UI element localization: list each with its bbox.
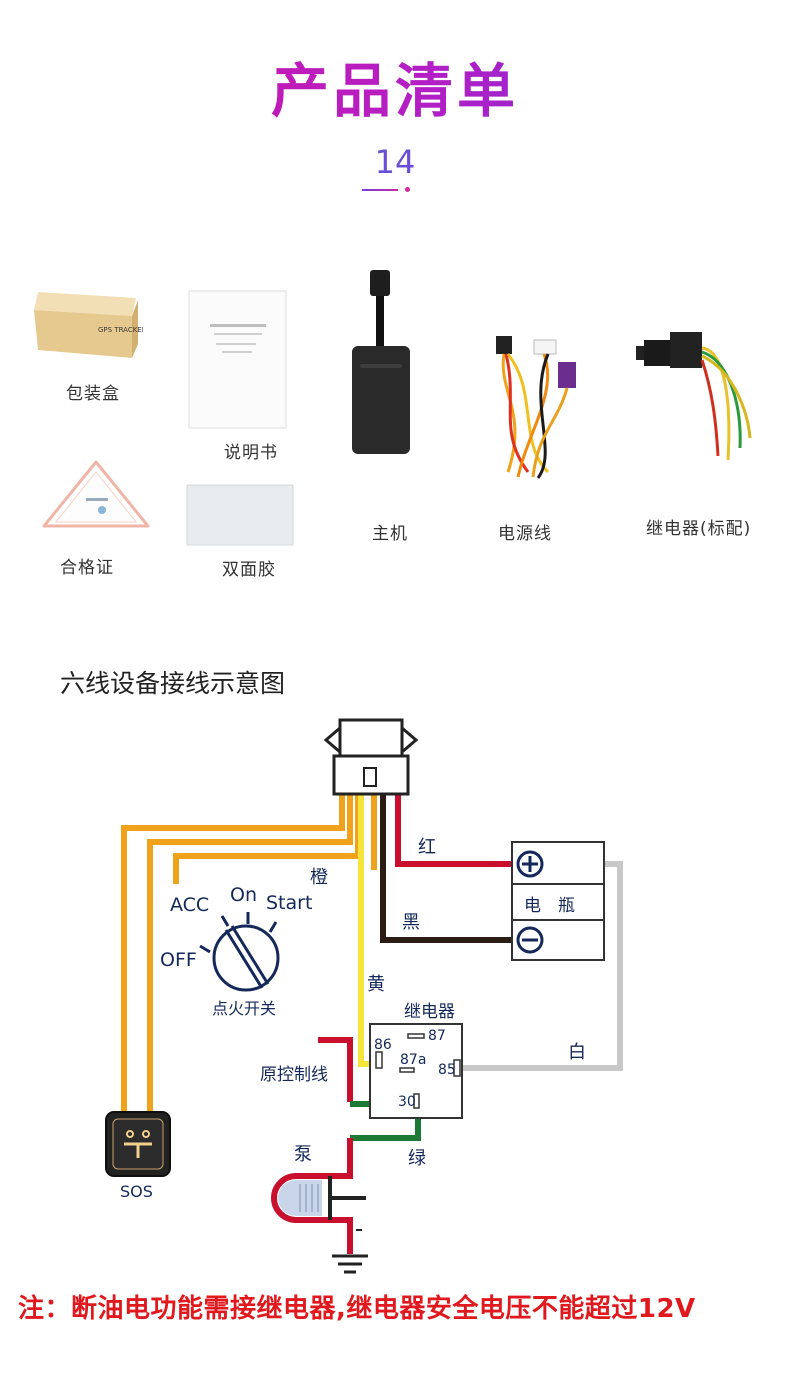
ignition-off: OFF <box>160 949 197 971</box>
connector-icon <box>323 718 419 796</box>
product-label-box: 包装盒 <box>66 384 120 404</box>
ignition-acc: ACC <box>170 894 209 916</box>
box-icon: GPS TRACKER <box>34 292 143 358</box>
orange-wire-sos-1 <box>121 792 345 1118</box>
power-cable-icon <box>496 336 576 479</box>
relay-pin-85: 85 <box>438 1062 456 1078</box>
ignition-on: On <box>230 884 257 906</box>
sos-button-icon <box>105 1111 171 1177</box>
product-label-tape: 双面胶 <box>222 560 276 580</box>
relay-pin-86: 86 <box>374 1037 392 1053</box>
relay-diagram-icon <box>369 1023 463 1119</box>
label-original-control: 原控制线 <box>260 1065 328 1085</box>
sos-label: SOS <box>120 1182 153 1201</box>
label-black: 黑 <box>402 912 420 933</box>
ignition-start: Start <box>266 892 312 914</box>
product-label-unit: 主机 <box>372 524 408 544</box>
gps-unit-icon <box>352 270 410 454</box>
footer-note: 注：断油电功能需接继电器,继电器安全电压不能超过12V <box>18 1294 696 1324</box>
label-white: 白 <box>568 1042 586 1063</box>
title-underline <box>362 189 398 191</box>
white-wire <box>462 861 623 1071</box>
relay-label: 继电器 <box>404 1002 455 1022</box>
orange-wire-sos-2 <box>147 792 353 1118</box>
tape-icon <box>186 484 294 546</box>
ignition-label: 点火开关 <box>212 999 276 1018</box>
black-wire <box>380 792 512 943</box>
svg-text:GPS TRACKER: GPS TRACKER <box>98 326 143 334</box>
label-yellow: 黄 <box>367 974 385 995</box>
battery-label: 电 瓶 <box>524 896 575 916</box>
relay-pin-87: 87 <box>428 1028 446 1044</box>
product-label-relay: 继电器(标配) <box>646 519 752 539</box>
orange-wire-acc <box>173 792 361 884</box>
relay-pin-30: 30 <box>398 1094 416 1110</box>
product-label-manual: 说明书 <box>224 443 278 463</box>
battery-icon <box>511 841 605 961</box>
label-red: 红 <box>418 837 436 858</box>
diagram-title: 六线设备接线示意图 <box>60 669 286 698</box>
ground-icon <box>332 1254 368 1274</box>
ignition-switch-icon <box>199 912 280 992</box>
page-title: 产品清单 <box>0 44 790 128</box>
original-control-wire <box>318 1037 353 1102</box>
relay-icon <box>636 332 752 461</box>
wiring-diagram: 电 瓶 ACC On Start OFF 点火开关 继电器 87 86 87a … <box>105 718 623 1274</box>
page-number: 14 <box>374 143 416 181</box>
certificate-icon <box>42 460 150 528</box>
product-label-certificate: 合格证 <box>60 558 114 578</box>
pump-icon <box>278 1176 366 1231</box>
product-label-cable: 电源线 <box>498 524 552 544</box>
red-wire <box>395 792 512 867</box>
manual-icon <box>188 290 287 429</box>
label-green: 绿 <box>408 1148 426 1169</box>
pump-wire <box>271 1138 353 1254</box>
label-orange: 橙 <box>310 867 328 888</box>
label-pump: 泵 <box>294 1144 312 1165</box>
relay-pin-87a: 87a <box>400 1052 426 1068</box>
title-dot <box>405 187 410 192</box>
